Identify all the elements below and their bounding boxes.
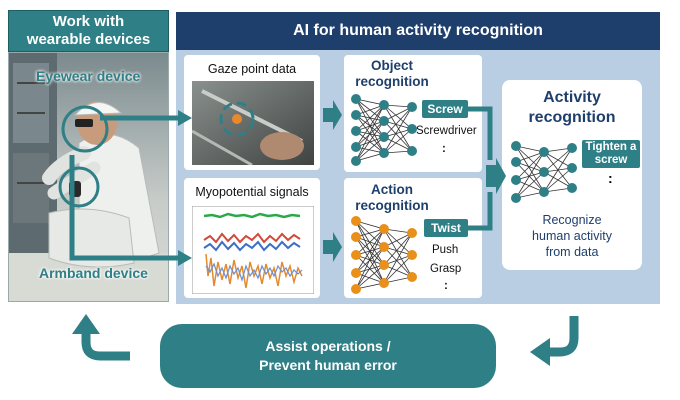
action-item-grasp: Grasp (430, 263, 462, 275)
eyewear-to-gaze-arrowhead (178, 110, 192, 126)
object-to-merge-line (468, 106, 493, 160)
action-recognition-card: Action recognition Twist Push Grasp : (344, 178, 482, 298)
action-neural-network-icon (351, 216, 417, 294)
action-to-merge-line (468, 192, 493, 231)
action-recognition-title: Action recognition (355, 182, 429, 213)
assist-line-2: Prevent human error (259, 357, 397, 373)
armband-device-label: Armband device (39, 265, 148, 281)
object-item-screwdriver: Screwdriver (416, 125, 477, 137)
myopotential-card: Myopotential signals (184, 178, 320, 298)
myopotential-title: Myopotential signals (195, 185, 309, 199)
wearable-devices-header: Work with wearable devices (8, 10, 169, 52)
action-item-more: : (444, 280, 448, 292)
myo-to-action-arrow (323, 232, 342, 262)
action-item-push: Push (432, 244, 459, 256)
object-recognition-card: Object recognition Screw Screwdriver : (344, 55, 482, 172)
ai-recognition-header: AI for human activity recognition (176, 12, 660, 50)
eyewear-device-label: Eyewear device (36, 68, 141, 84)
gaze-point-card: Gaze point data (184, 55, 320, 170)
activity-recognition-title: Activity recognition (528, 89, 616, 126)
armband-to-myo-arrowhead (178, 250, 192, 266)
gaze-point-title: Gaze point data (207, 62, 297, 76)
assist-to-work-arrowhead (72, 314, 100, 334)
activity-to-assist-arrow (548, 316, 579, 357)
activity-neural-network-icon (511, 141, 577, 203)
object-result-tag: Screw (422, 100, 468, 118)
assist-to-work-arrow (81, 332, 130, 361)
activity-item-more: : (608, 170, 613, 186)
armband-to-myo-arrow (69, 155, 180, 261)
object-recognition-title: Object recognition (355, 58, 429, 89)
object-neural-network-icon (351, 94, 417, 166)
wearable-devices-title: Work with wearable devices (26, 13, 151, 48)
object-item-more: : (442, 143, 446, 155)
activity-recognition-card: Activity recognition Tighten a screw : R… (502, 80, 642, 270)
activity-to-assist-arrowhead (530, 338, 550, 366)
activity-caption: Recognize human activity from data (532, 213, 612, 259)
merge-to-activity-arrow (486, 158, 506, 194)
action-result-tag: Twist (424, 219, 468, 237)
activity-result-tag: Tighten a screw (582, 140, 640, 168)
worker-illustration (9, 53, 168, 301)
myopotential-signals-plot (192, 206, 314, 294)
ai-recognition-title: AI for human activity recognition (293, 22, 543, 39)
assist-operations-box: Assist operations / Prevent human error (160, 324, 496, 388)
gaze-to-object-arrow (323, 100, 342, 130)
gaze-point-image (192, 81, 314, 165)
assist-line-1: Assist operations / (265, 338, 391, 354)
